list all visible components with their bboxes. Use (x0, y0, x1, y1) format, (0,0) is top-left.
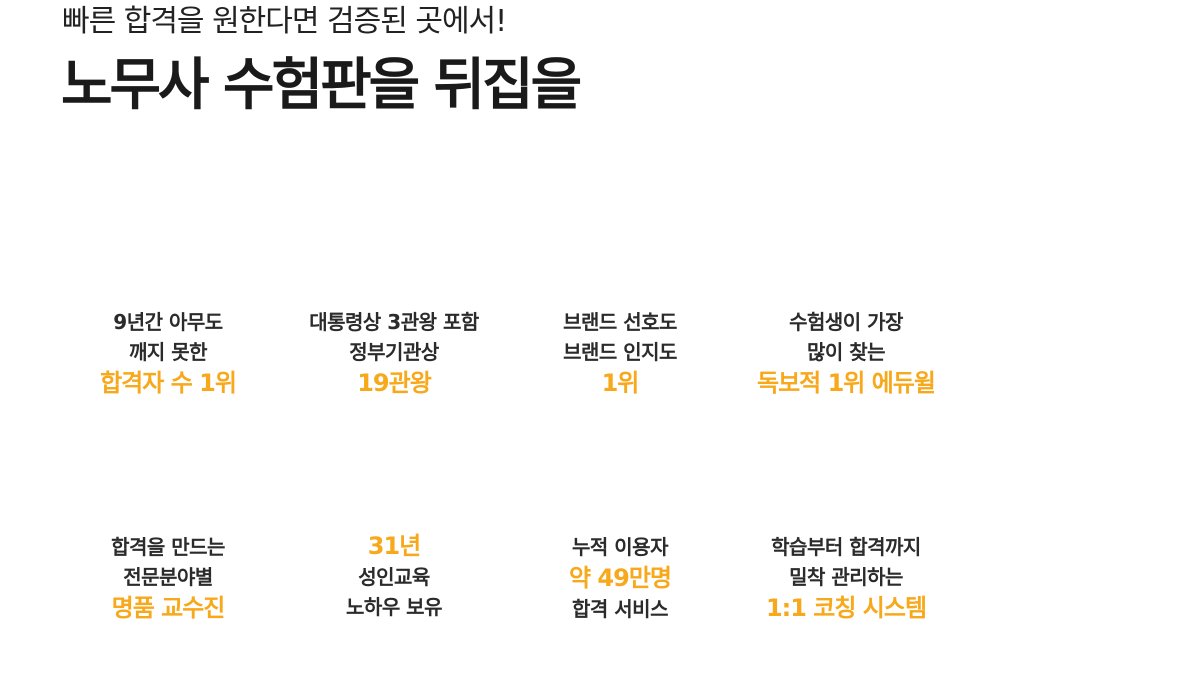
stat-line: 노하우 보유 (346, 595, 442, 619)
stat-line: 수험생이 가장 (789, 310, 903, 334)
stat-item-coaching: 학습부터 합격까지 밀착 관리하는 1:1 코칭 시스템 (736, 532, 956, 624)
stat-highlight: 1위 (601, 369, 640, 397)
stat-highlight: 1:1 코칭 시스템 (765, 594, 927, 622)
stat-item-pass-count: 9년간 아무도 깨지 못한 합격자 수 1위 (58, 307, 278, 399)
stat-line: 브랜드 선호도 (563, 310, 677, 334)
stat-item-years: 31년 성인교육 노하우 보유 (284, 530, 504, 622)
stat-line: 많이 찾는 (806, 340, 886, 364)
stat-item-awards: 대통령상 3관왕 포함 정부기관상 19관왕 (284, 307, 504, 399)
stat-line: 깨지 못한 (128, 340, 208, 364)
stat-line: 합격 서비스 (572, 597, 668, 621)
stat-line: 합격을 만드는 (111, 535, 225, 559)
stat-line: 정부기관상 (349, 340, 439, 364)
stat-line: 브랜드 인지도 (563, 340, 677, 364)
stat-line: 학습부터 합격까지 (771, 535, 921, 559)
stat-item-brand: 브랜드 선호도 브랜드 인지도 1위 (510, 307, 730, 399)
page-title: 노무사 수험판을 뒤집을 (61, 53, 582, 118)
stat-highlight: 독보적 1위 에듀윌 (757, 369, 936, 397)
stat-line: 전문분야별 (123, 565, 213, 589)
stat-highlight: 합격자 수 1위 (100, 369, 237, 397)
stat-item-most-wanted: 수험생이 가장 많이 찾는 독보적 1위 에듀윌 (736, 307, 956, 399)
stat-item-users: 누적 이용자 약 49만명 합격 서비스 (510, 532, 730, 624)
stat-highlight: 명품 교수진 (111, 594, 226, 622)
stat-highlight: 19관왕 (357, 369, 432, 397)
eyebrow-text: 빠른 합격을 원한다면 검증된 곳에서! (62, 4, 507, 39)
stat-highlight: 약 49만명 (569, 564, 672, 592)
stat-line: 밀착 관리하는 (789, 565, 903, 589)
stat-line: 9년간 아무도 (113, 310, 223, 334)
stat-line: 성인교육 (358, 565, 430, 589)
stat-highlight: 31년 (367, 532, 421, 560)
stat-line: 대통령상 3관왕 포함 (309, 310, 479, 334)
stat-item-professors: 합격을 만드는 전문분야별 명품 교수진 (58, 532, 278, 624)
stat-line: 누적 이용자 (572, 535, 668, 559)
